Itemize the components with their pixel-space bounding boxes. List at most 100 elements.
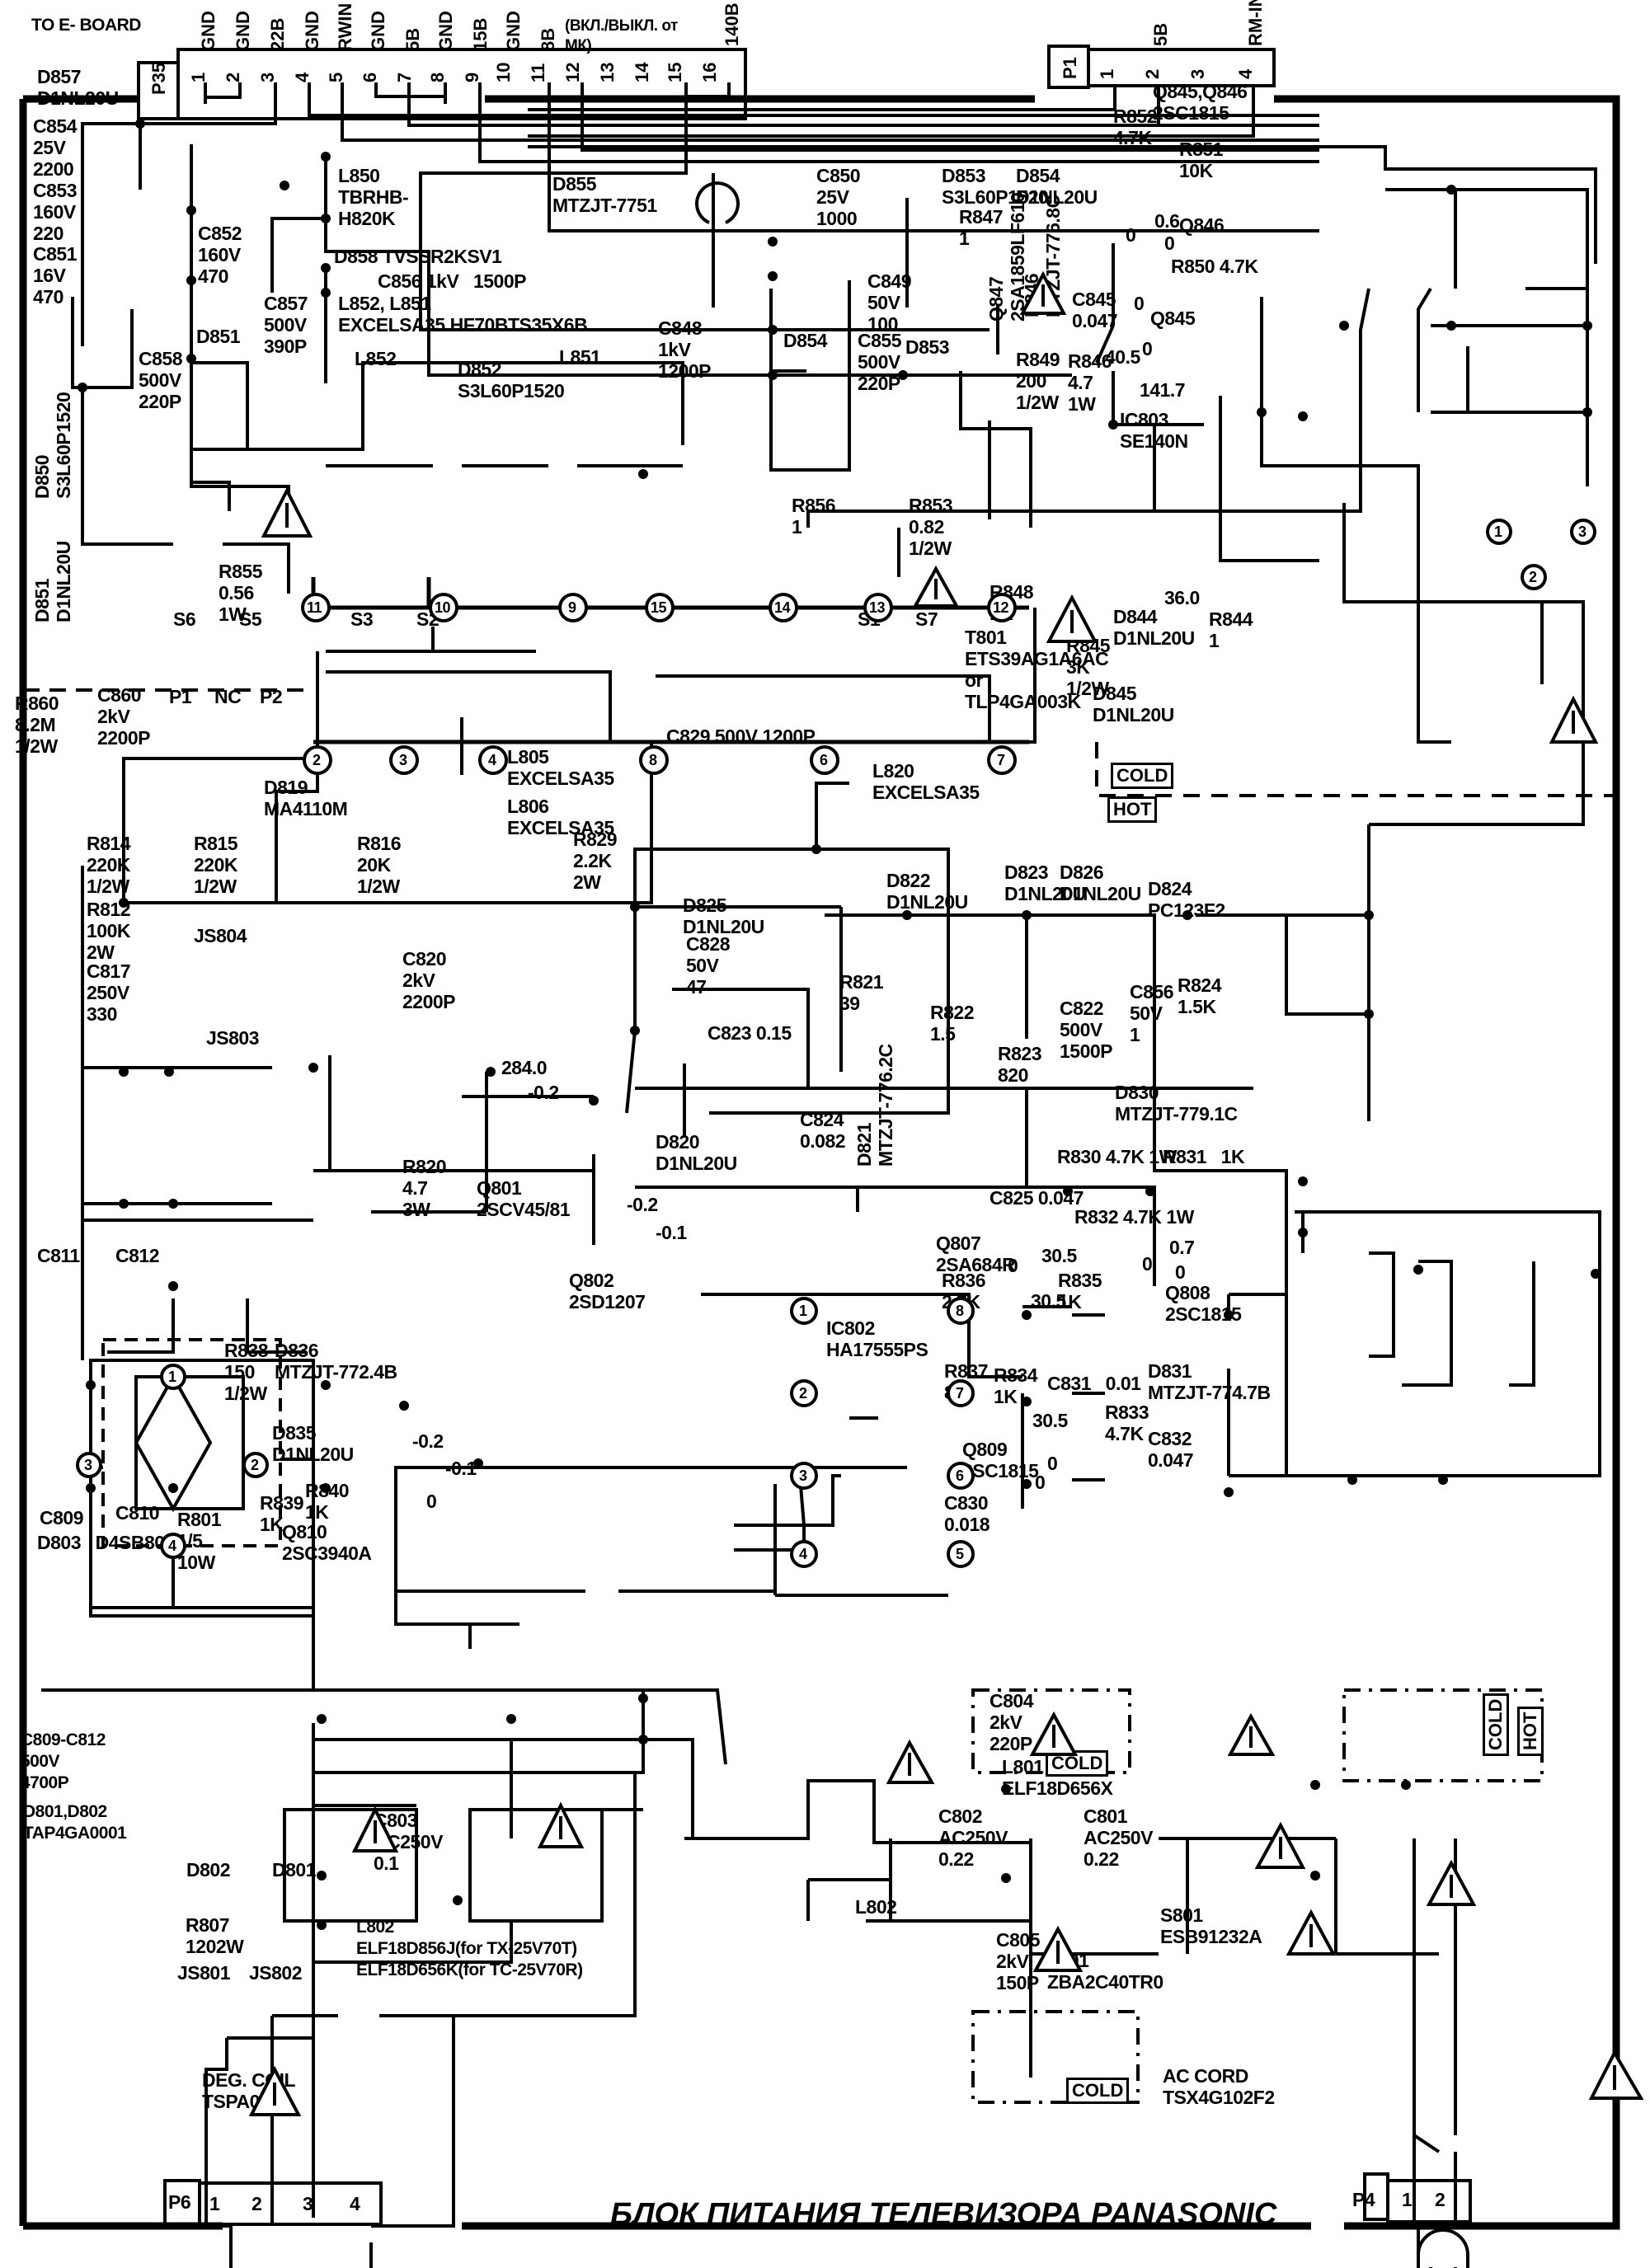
ic802-pin-label: 5: [956, 1546, 964, 1562]
label-ic803: IC803 SE140N: [1120, 409, 1188, 452]
voltage-q846-emitter: 0: [1164, 232, 1175, 254]
tpin: 11: [307, 599, 322, 616]
ic803-pin-label: 1: [1494, 524, 1502, 540]
label-winding-s5: S5: [239, 608, 262, 630]
label-l852-l851: L852, L851 EXCELSA35 HF70BTS35X6B: [338, 293, 588, 336]
label-winding-p1: P1: [169, 686, 192, 707]
label-l806: L806 EXCELSA35: [507, 796, 614, 838]
p6-pin: 1: [209, 2193, 220, 2214]
tpin: 2: [313, 752, 321, 768]
bridge-pin-label: 2: [251, 1457, 259, 1473]
pin-4: [478, 745, 508, 775]
label-c810: C810: [115, 1502, 159, 1524]
label-r807: R807 1202W: [186, 1914, 244, 1957]
label-c845: C845 0.047: [1072, 289, 1118, 331]
label-r814: R814 220K 1/2W: [87, 833, 130, 897]
pin-6: [810, 745, 839, 775]
label-d830: D830 MTZJT-779.1C: [1115, 1082, 1238, 1125]
label-r835: R835 1K: [1058, 1270, 1102, 1312]
label-d858: D858 TVSSR2KSV1: [334, 246, 502, 267]
pin-9: [558, 593, 588, 622]
pin-11: [301, 593, 331, 622]
tpin: 6: [820, 752, 828, 768]
label-c822: C822 500V 1500P: [1060, 998, 1113, 1062]
label-r816: R816 20K 1/2W: [357, 833, 401, 897]
voltage-141-7: 141.7: [1140, 379, 1186, 401]
voltage-q809-emitter: 0: [1035, 1472, 1046, 1493]
label-q845-q846: Q845,Q846 2SC1815: [1153, 81, 1248, 124]
label-d835: D835 D1NL20U: [272, 1422, 354, 1465]
label-d851: D851: [196, 326, 240, 347]
label-d803: D803 D4SB80: [37, 1532, 165, 1553]
pin-8: [639, 745, 669, 775]
label-l802a: L802: [855, 1896, 897, 1918]
label-d854a: D854: [783, 330, 827, 351]
tpin: 3: [399, 752, 407, 768]
tpin: 4: [488, 752, 496, 768]
p4-pin: 1: [1402, 2189, 1413, 2210]
label-r846: R846 4.7 1W: [1068, 350, 1112, 415]
p6-pin: 3: [303, 2193, 313, 2214]
voltage-q807-collector: 30.5: [1031, 1290, 1066, 1312]
voltage-40-5: 40.5: [1105, 346, 1140, 368]
pin-7: [987, 745, 1017, 775]
p4-pin: 2: [1435, 2189, 1446, 2210]
ic802-pin-label: 4: [799, 1546, 807, 1562]
label-js804: JS804: [194, 925, 247, 946]
pin-13: [863, 593, 893, 622]
label-r840: R840 1K: [305, 1480, 349, 1523]
ic802-pin-7: [947, 1379, 975, 1407]
label-c860: C860 2kV 2200P: [97, 684, 151, 749]
tpin: 7: [997, 752, 1005, 768]
label-c851: C851 16V 470: [33, 243, 77, 308]
label-c809: C809: [40, 1507, 83, 1528]
hot-tag: HOT: [1107, 796, 1158, 823]
label-q801: Q801 2SCV45/81: [477, 1177, 571, 1220]
label-r822: R822 1.5: [930, 1002, 974, 1045]
label-c850: C850 25V 1000: [816, 165, 860, 229]
pin-14: [769, 593, 798, 622]
label-d801-d802: D801,D802 TAP4GA0001: [23, 1802, 127, 1843]
label-r815: R815 220K 1/2W: [194, 833, 237, 897]
label-d819: D819 MA4110M: [264, 777, 348, 819]
label-r838: R838 150 1/2W: [224, 1340, 268, 1404]
label-js801: JS801: [177, 1962, 231, 1984]
label-s801: S801 ESB91232A: [1160, 1904, 1262, 1947]
label-r847: R847 1: [959, 206, 1003, 249]
label-c849: C849 50V 100: [867, 270, 911, 335]
label-c801: C801 AC250V 0.22: [1084, 1805, 1153, 1870]
pin-12: [987, 593, 1017, 622]
label-c817: C817 250V 330: [87, 960, 130, 1025]
ic803-pin-label: 2: [1529, 569, 1537, 585]
label-r824: R824 1.5K: [1178, 974, 1221, 1017]
ic802-pin-4: [790, 1540, 818, 1568]
ic802-pin-5: [947, 1540, 975, 1568]
label-c823: C823 0.15: [707, 1022, 792, 1044]
label-d854: D854 D1NL20U: [1016, 165, 1098, 208]
label-l820: L820 EXCELSA35: [872, 760, 980, 803]
voltage-q846-base: 0.6: [1154, 210, 1180, 232]
label-c856a: C856 1kV 1500P: [378, 270, 526, 292]
p6-pin: 2: [251, 2193, 262, 2214]
label-d826: D826 D1NL20U: [1060, 862, 1141, 904]
p4-label: P4: [1352, 2189, 1375, 2210]
label-d824: D824 PC123F2: [1148, 878, 1225, 921]
ic802-pin-label: 7: [956, 1385, 964, 1402]
p35-pin-strip: [176, 48, 747, 120]
label-r855: R855 0.56 1W: [219, 561, 262, 625]
label-r812: R812 100K 2W: [87, 899, 130, 963]
label-c804: C804 2kV 220P: [990, 1690, 1033, 1754]
cold-tag: COLD: [1111, 763, 1174, 789]
label-c809-c812: C809-C812 500V 4700P: [21, 1730, 106, 1792]
label-q845: Q845: [1150, 308, 1196, 329]
voltage-q809-collector: 30.5: [1032, 1410, 1068, 1431]
voltage-q801-base: -0.2: [528, 1082, 559, 1103]
voltage-36-0: 36.0: [1164, 587, 1200, 608]
p4-pin-strip: [1386, 2179, 1472, 2223]
ic802-pin-label: 6: [956, 1467, 964, 1484]
label-d852: D852 S3L60P1520: [458, 359, 565, 401]
label-r829: R829 2.2K 2W: [573, 829, 617, 893]
tpin: 14: [774, 599, 791, 616]
label-d822: D822 D1NL20U: [886, 870, 968, 913]
